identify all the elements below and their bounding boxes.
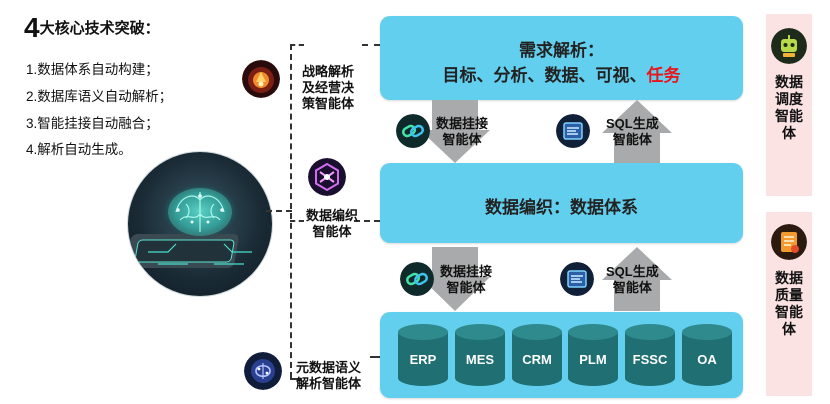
sql-chip-icon [556,114,590,148]
sql-bottom-line-2: 智能体 [612,280,652,295]
sql-top-line-2: 智能体 [612,132,652,147]
semantic-brain-icon [244,352,282,390]
schedule-line-2: 调度 [775,91,803,107]
core-tech-item-4: 4.解析自动生成。 [26,142,132,157]
up-arrow-top [602,100,672,163]
connector-panel2 [354,220,380,222]
demand-items: 目标、分析、数据、可视、任务 [380,61,743,86]
quality-line-2: 质量 [775,287,803,303]
quality-badge-icon [771,224,807,260]
db-label-crm: CRM [522,352,552,367]
up-arrow-bottom [602,247,672,311]
sql-top-line-1: SQL生成 [606,116,659,131]
chain-link-icon [396,114,430,148]
weave-line-2: 智能体 [312,224,352,239]
db-cylinder-erp: ERP [398,324,448,386]
db-label-oa: OA [697,352,717,367]
db-cylinder-plm: PLM [568,324,618,386]
schedule-robot-icon [771,28,807,64]
metadata-line-1: 元数据语义 [296,360,362,375]
link-top-line-1: 数据挂接 [436,116,489,131]
quality-line-1: 数据 [775,270,803,286]
quality-line-4: 体 [782,321,796,337]
title-text: 大核心技术突破： [39,20,160,37]
down-arrow-bottom [420,247,490,311]
demand-task: 任务 [646,66,681,85]
sql-bottom-line-1: SQL生成 [606,264,659,279]
brain-circuit-image [128,152,272,296]
schedule-line-3: 智能 [775,108,803,124]
connector-meta-in [290,378,302,380]
weave-text: 数据编织：数据体系 [485,198,638,217]
sql-agent-bottom-label: SQL生成 智能体 [606,264,659,296]
strategy-orb-icon [242,60,280,98]
link-bottom-line-1: 数据挂接 [440,264,493,279]
schedule-agent-box: 数据 调度 智能 体 [766,14,812,196]
core-tech-item-1: 1.数据体系自动构建； [26,62,159,77]
connector-panel1 [362,44,380,46]
db-label-plm: PLM [579,352,607,367]
db-cylinder-mes: MES [455,324,505,386]
strategy-line-1: 战略解析 [302,64,355,79]
schedule-line-4: 体 [782,125,796,141]
link-agent-bottom-label: 数据挂接 智能体 [440,264,492,296]
strategy-line-2: 及经营决 [302,80,355,95]
strategy-line-3: 策智能体 [302,96,355,111]
db-label-fssc: FSSC [632,352,668,367]
down-arrow-top [420,100,490,163]
db-cylinder-crm: CRM [512,324,562,386]
metadata-line-2: 解析智能体 [296,376,362,391]
title-number: 4 [24,12,40,43]
db-label-erp: ERP [409,352,437,367]
connector-panel3 [370,356,380,358]
sql-agent-top-label: SQL生成 智能体 [606,116,659,148]
core-tech-title: 4大核心技术突破： [24,14,160,42]
link-agent-top-label: 数据挂接 智能体 [436,116,488,148]
weave-agent-label: 数据编织 智能体 [306,208,358,240]
demand-analysis-panel: 需求解析： 目标、分析、数据、可视、任务 [380,16,743,100]
core-tech-item-2: 2.数据库语义自动解析； [26,89,173,104]
connector-brain [266,210,292,212]
demand-title: 需求解析： [519,41,604,60]
db-label-mes: MES [465,352,495,367]
db-cylinder-oa: OA [682,324,732,386]
sql-chip-icon-bottom [560,262,594,296]
chain-link-icon-bottom [400,262,434,296]
data-weave-panel: 数据编织：数据体系 [380,163,743,243]
strategy-agent-label: 战略解析 及经营决 策智能体 [302,64,354,112]
quality-agent-box: 数据 质量 智能 体 [766,212,812,396]
schedule-agent-label: 数据 调度 智能 体 [766,74,812,142]
quality-agent-label: 数据 质量 智能 体 [766,270,812,338]
schedule-line-1: 数据 [775,74,803,90]
weave-line-1: 数据编织 [306,208,359,223]
demand-items-text: 目标、分析、数据、可视、 [442,66,647,85]
connector-weave-in [290,220,304,222]
core-tech-item-3: 3.智能挂接自动融合； [26,116,159,131]
connector-strategy-in [290,44,304,46]
metadata-agent-label: 元数据语义 解析智能体 [296,360,361,392]
weave-hex-icon [308,158,346,196]
link-top-line-2: 智能体 [442,132,482,147]
link-bottom-line-2: 智能体 [446,280,486,295]
db-cylinder-fssc: FSSC [625,324,675,386]
quality-line-3: 智能 [775,304,803,320]
